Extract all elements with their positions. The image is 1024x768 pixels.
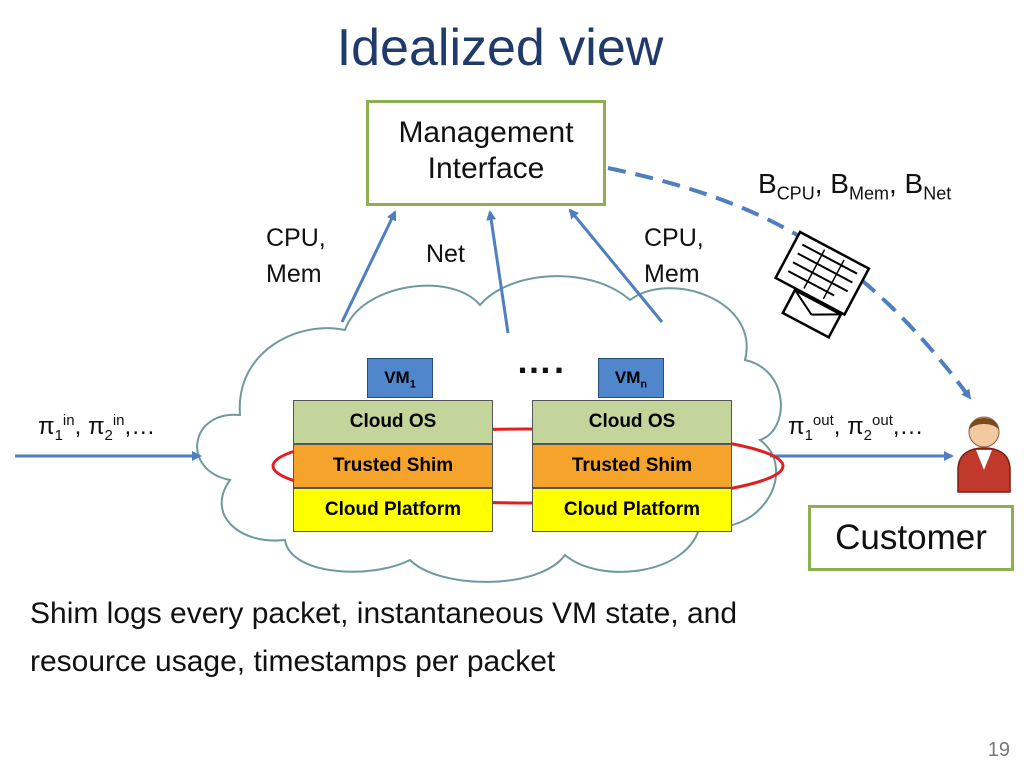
pi-superscript: in xyxy=(62,412,75,429)
vm-text: VM xyxy=(384,368,410,387)
net-arrow xyxy=(486,210,510,334)
envelope-icon xyxy=(781,288,843,340)
vm-text: VM xyxy=(614,368,641,387)
cloud-os-layer-1: Cloud OS xyxy=(293,400,493,444)
management-line-1: Management xyxy=(398,116,574,149)
description-line-2: resource usage, timestamps per packet xyxy=(30,645,556,678)
pi-superscript: out xyxy=(812,412,834,429)
budget-b-net: B xyxy=(904,168,924,199)
pi-superscript: out xyxy=(872,412,893,429)
pi-subscript: 2 xyxy=(104,426,113,444)
cpu-text: CPU, xyxy=(266,224,326,252)
output-packets-label: π1out, π2out,… xyxy=(788,412,924,444)
budget-b-cpu: B xyxy=(758,168,777,199)
pi-superscript: in xyxy=(112,412,125,429)
cloud-os-layer-n: Cloud OS xyxy=(532,400,732,444)
ellipsis-tail: ,… xyxy=(124,413,156,440)
description-text: Shim logs every packet, instantaneous VM… xyxy=(30,590,930,686)
budget-sep: , xyxy=(888,168,905,199)
cloud-platform-layer-1: Cloud Platform xyxy=(293,488,493,532)
budget-label: BCPU, BMem, BNet xyxy=(758,168,951,205)
vm-n-box: VMn xyxy=(598,358,664,398)
budget-net-sub: Net xyxy=(923,183,952,204)
vm-subscript: n xyxy=(640,378,648,391)
pi-subscript: 1 xyxy=(54,426,63,444)
budget-sep: , xyxy=(814,168,831,199)
slide-title: Idealized view xyxy=(336,19,664,77)
customer-person-icon xyxy=(957,416,1011,493)
net-label: Net xyxy=(426,240,465,268)
cpu-mem-arrow-left xyxy=(340,210,397,323)
description-line-1: Shim logs every packet, instantaneous VM… xyxy=(30,597,738,630)
page-number: 19 xyxy=(987,739,1010,761)
management-interface-box: Management Interface xyxy=(366,100,606,206)
cpu-mem-arrow-right xyxy=(568,208,664,323)
mem-text: Mem xyxy=(266,260,322,288)
customer-box: Customer xyxy=(808,505,1014,571)
mem-text: Mem xyxy=(644,260,700,288)
cloud-platform-layer-n: Cloud Platform xyxy=(532,488,732,532)
pi-symbol: π xyxy=(788,413,805,440)
separator: , xyxy=(833,413,848,440)
pi-subscript: 1 xyxy=(804,426,813,444)
separator: , xyxy=(74,413,88,440)
ellipsis-tail: ,… xyxy=(892,413,924,440)
pi-symbol: π xyxy=(87,413,105,440)
pi-symbol: π xyxy=(38,413,55,440)
pi-symbol: π xyxy=(847,413,864,440)
trusted-shim-highlight-ellipse xyxy=(271,427,785,505)
cpu-mem-label-left: CPU, Mem xyxy=(266,220,326,292)
trusted-shim-layer-n: Trusted Shim xyxy=(532,444,732,488)
pi-subscript: 2 xyxy=(863,426,873,444)
budget-b-mem: B xyxy=(830,168,849,199)
budget-mem-sub: Mem xyxy=(848,183,889,204)
trusted-shim-layer-1: Trusted Shim xyxy=(293,444,493,488)
budget-cpu-sub: CPU xyxy=(776,183,815,204)
cpu-text: CPU, xyxy=(644,224,704,252)
cpu-mem-label-right: CPU, Mem xyxy=(644,220,704,292)
input-packets-label: π1in, π2in,… xyxy=(38,412,155,444)
vm-1-box: VM1 xyxy=(367,358,433,398)
management-line-2: Interface xyxy=(427,152,545,185)
vm-subscript: 1 xyxy=(409,378,416,391)
vm-ellipsis: …. xyxy=(516,340,567,381)
bill-icon xyxy=(773,230,871,317)
